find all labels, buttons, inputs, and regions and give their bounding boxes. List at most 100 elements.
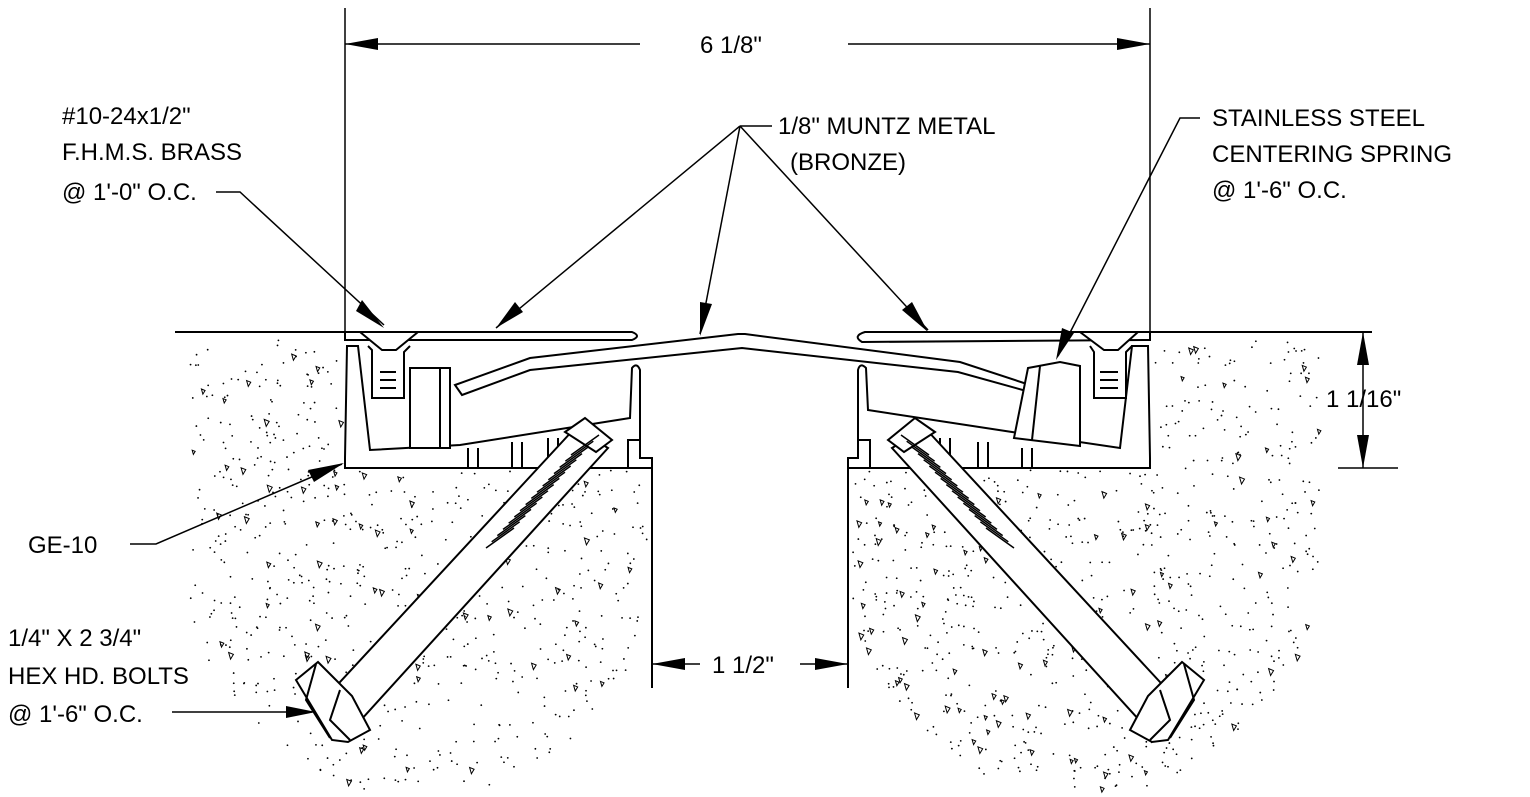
concrete-dot [1029, 469, 1032, 472]
concrete-dot [1137, 553, 1139, 556]
concrete-dot [950, 747, 953, 750]
concrete-dot [282, 509, 285, 512]
concrete-dot [368, 493, 371, 496]
concrete-dot [600, 550, 603, 552]
concrete-dot [959, 739, 962, 742]
concrete-aggregate [572, 684, 579, 693]
concrete-dot [1233, 653, 1236, 656]
concrete-stipple [189, 339, 1322, 794]
concrete-dot [899, 628, 901, 631]
concrete-dot [886, 505, 888, 508]
concrete-dot [455, 486, 458, 489]
concrete-dot [625, 470, 628, 473]
concrete-dot [333, 567, 335, 570]
concrete-aggregate [1290, 555, 1297, 564]
concrete-dot [276, 344, 279, 347]
concrete-dot [285, 626, 287, 629]
concrete-dot [1270, 602, 1273, 605]
concrete-dot [356, 582, 359, 585]
concrete-dot [383, 704, 386, 707]
concrete-dot [1251, 703, 1254, 706]
concrete-dot [1164, 512, 1166, 515]
concrete-dot [1212, 744, 1215, 747]
concrete-dot [593, 579, 596, 582]
concrete-dot [1208, 355, 1211, 358]
concrete-dot [260, 655, 262, 658]
concrete-dot [1101, 561, 1104, 564]
concrete-dot [1304, 491, 1306, 493]
concrete-dot [492, 650, 495, 653]
concrete-dot [905, 471, 907, 474]
concrete-aggregate [300, 486, 307, 495]
concrete-dot [888, 686, 890, 689]
concrete-dot [287, 468, 290, 471]
concrete-dot [1143, 519, 1146, 522]
right-cover-plate [856, 331, 1151, 344]
concrete-dot [1160, 569, 1163, 572]
concrete-dot [286, 490, 289, 493]
concrete-dot [999, 699, 1002, 702]
concrete-dot [432, 508, 434, 510]
concrete-dot [476, 761, 479, 764]
concrete-dot [1293, 542, 1296, 545]
concrete-dot [209, 616, 211, 618]
concrete-dot [1190, 726, 1193, 728]
concrete-dot [198, 488, 201, 491]
concrete-dot [1286, 587, 1289, 589]
concrete-dot [1073, 499, 1076, 502]
concrete-dot [947, 575, 950, 577]
concrete-dot [1161, 445, 1164, 448]
concrete-dot [921, 541, 923, 544]
concrete-dot [1206, 459, 1209, 462]
concrete-dot [245, 631, 248, 634]
concrete-dot [1189, 585, 1192, 588]
concrete-dot [201, 592, 204, 594]
concrete-dot [1287, 351, 1290, 353]
concrete-dot [313, 602, 315, 605]
concrete-dot [1052, 644, 1055, 647]
concrete-dot [501, 586, 504, 589]
concrete-dot [1185, 609, 1188, 611]
concrete-dot [307, 373, 310, 376]
center-slide-plate [453, 333, 1031, 397]
concrete-dot [915, 590, 918, 593]
concrete-aggregate [554, 586, 561, 596]
concrete-dot [1051, 682, 1054, 685]
concrete-dot [345, 614, 348, 617]
concrete-dot [1156, 474, 1159, 476]
concrete-dot [1229, 702, 1232, 704]
concrete-dot [338, 759, 341, 761]
concrete-dot [541, 599, 544, 601]
concrete-dot [1180, 627, 1182, 630]
concrete-dot [1236, 688, 1239, 691]
concrete-aggregate [857, 559, 864, 569]
concrete-dot [271, 400, 273, 403]
concrete-dot [915, 566, 918, 569]
concrete-dot [950, 694, 952, 697]
concrete-dot [266, 690, 269, 693]
concrete-dot [1048, 527, 1051, 530]
concrete-dot [1107, 768, 1110, 771]
concrete-dot [1228, 681, 1231, 684]
concrete-dot [935, 733, 938, 736]
concrete-dot [890, 480, 892, 483]
concrete-dot [265, 616, 267, 619]
concrete-dot [1283, 358, 1286, 361]
concrete-dot [192, 548, 194, 551]
concrete-dot [1275, 543, 1278, 545]
concrete-aggregate [405, 766, 411, 774]
concrete-dot [892, 686, 895, 688]
concrete-dot [609, 469, 612, 472]
concrete-dot [931, 662, 934, 664]
concrete-dot [255, 626, 258, 629]
concrete-dot [214, 540, 217, 542]
concrete-dot [206, 641, 209, 644]
concrete-dot [1202, 427, 1205, 430]
concrete-dot [1099, 470, 1102, 473]
concrete-dot [1226, 690, 1229, 693]
concrete-dot [1171, 362, 1174, 364]
concrete-aggregate [1187, 347, 1195, 356]
spring-leader [1056, 117, 1200, 360]
concrete-dot [420, 523, 423, 526]
concrete-dot [228, 646, 231, 649]
